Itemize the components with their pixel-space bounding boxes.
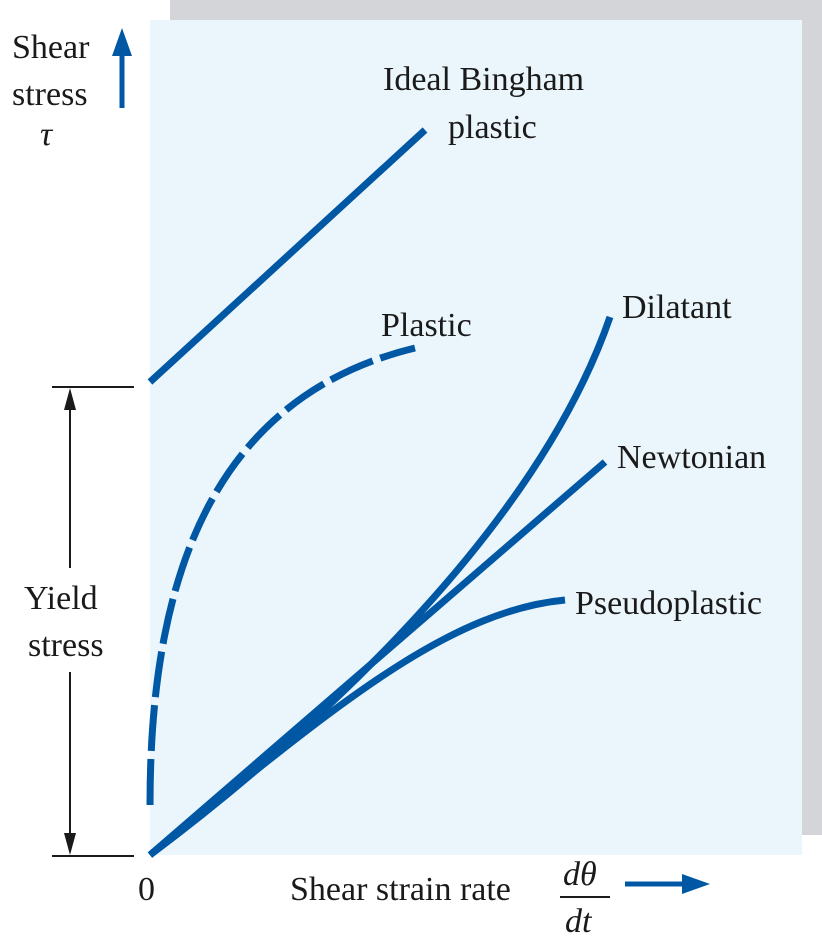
x-axis-fraction-numerator: dθ xyxy=(563,856,597,893)
x-axis-origin: 0 xyxy=(138,871,155,908)
ideal-bingham-label-line2: plastic xyxy=(448,109,537,146)
yield-arrow-up xyxy=(64,388,76,410)
y-axis-symbol: τ xyxy=(40,116,54,153)
dilatant-label: Dilatant xyxy=(622,289,732,326)
y-axis-label-line1: Shear xyxy=(12,29,90,66)
pseudoplastic-label: Pseudoplastic xyxy=(575,585,762,622)
pseudoplastic-curve xyxy=(147,596,566,858)
ideal-bingham-plastic-curve xyxy=(147,127,428,385)
newtonian-curve xyxy=(147,459,608,858)
x-axis-label: Shear strain rate xyxy=(290,871,511,908)
x-axis-arrow xyxy=(625,874,710,894)
ideal-bingham-label-line1: Ideal Bingham xyxy=(383,61,584,98)
yield-stress-dimension xyxy=(52,386,134,857)
yield-stress-label-line1: Yield xyxy=(24,580,98,617)
yield-stress-label-line2: stress xyxy=(28,627,104,664)
newtonian-label: Newtonian xyxy=(617,439,766,476)
y-axis-label-line2: stress xyxy=(12,76,88,113)
plastic-curve xyxy=(146,344,416,806)
yield-arrow-down xyxy=(64,833,76,855)
plastic-label: Plastic xyxy=(381,307,472,344)
x-axis-fraction-denominator: dt xyxy=(565,903,593,936)
y-axis-arrow xyxy=(112,28,132,108)
